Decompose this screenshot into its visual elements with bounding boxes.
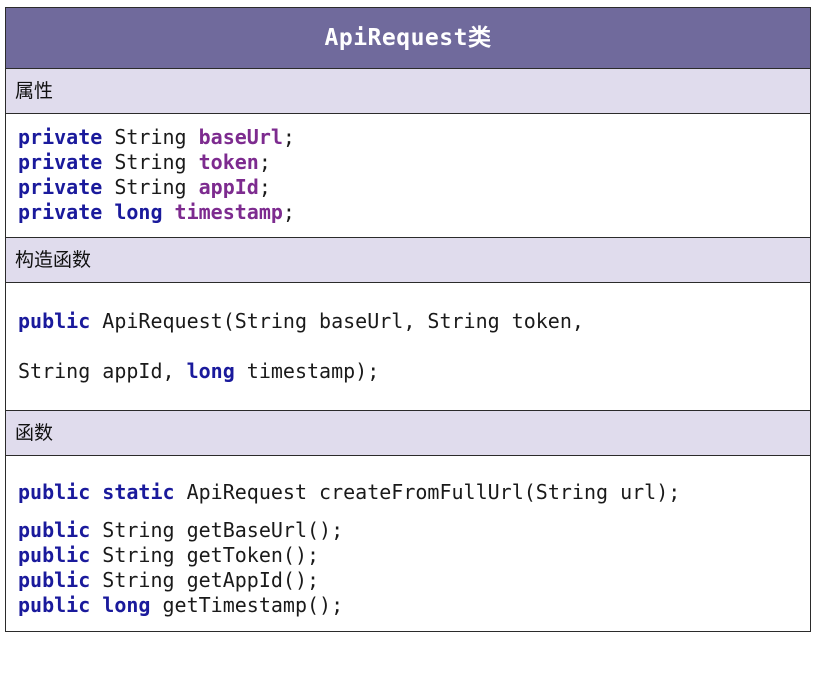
code-token-plain: ApiRequest createFromFullUrl(String url)… — [174, 480, 681, 504]
functions-code-block: public static ApiRequest createFromFullU… — [6, 456, 810, 631]
code-token-field: timestamp — [174, 200, 283, 224]
code-token-field: baseUrl — [198, 125, 283, 149]
code-line: public ApiRequest(String baseUrl, String… — [18, 296, 801, 346]
code-token-keyword: public — [18, 518, 91, 542]
code-token-keyword: private — [18, 150, 103, 174]
section-header-functions: 函数 — [6, 410, 810, 456]
section-header-constructor: 构造函数 — [6, 237, 810, 283]
code-token-plain: getTimestamp(); — [150, 593, 344, 617]
code-line: public long getTimestamp(); — [18, 593, 801, 618]
code-line: private long timestamp; — [18, 200, 801, 225]
code-token-keyword: public static — [18, 480, 175, 504]
code-token-plain: String appId, — [18, 359, 187, 383]
code-token-keyword: public — [18, 568, 91, 592]
code-token-plain: String getAppId(); — [90, 568, 320, 592]
code-token-keyword: private — [18, 175, 103, 199]
code-line: private String appId; — [18, 175, 801, 200]
section-header-attributes: 属性 — [6, 69, 810, 114]
class-title: ApiRequest类 — [6, 8, 810, 69]
code-line: String appId, long timestamp); — [18, 346, 801, 396]
code-token-plain: ApiRequest(String baseUrl, String token, — [90, 309, 584, 333]
code-line: public String getBaseUrl(); — [18, 518, 801, 543]
code-token-keyword: public — [18, 543, 91, 567]
code-token-plain: String — [102, 150, 199, 174]
code-token-field: appId — [198, 175, 259, 199]
code-token-keyword: public long — [18, 593, 151, 617]
uml-class-box: ApiRequest类 属性 private String baseUrl;pr… — [5, 7, 811, 632]
code-token-plain: String — [102, 125, 199, 149]
code-token-plain: ; — [282, 200, 295, 224]
code-token-plain: timestamp); — [234, 359, 380, 383]
constructor-code-block: public ApiRequest(String baseUrl, String… — [6, 283, 810, 410]
code-line: public String getAppId(); — [18, 568, 801, 593]
code-token-keyword: public — [18, 309, 91, 333]
code-line: public String getToken(); — [18, 543, 801, 568]
code-token-plain: String getToken(); — [90, 543, 320, 567]
code-token-keyword: private long — [18, 200, 175, 224]
code-token-keyword: long — [186, 359, 235, 383]
code-token-plain: ; — [258, 175, 271, 199]
code-line: private String token; — [18, 150, 801, 175]
code-line: public static ApiRequest createFromFullU… — [18, 466, 801, 518]
code-token-plain: ; — [258, 150, 271, 174]
code-token-plain: String getBaseUrl(); — [90, 518, 344, 542]
code-token-plain: ; — [282, 125, 295, 149]
code-token-field: token — [198, 150, 259, 174]
attributes-code-block: private String baseUrl;private String to… — [6, 114, 810, 237]
code-token-keyword: private — [18, 125, 103, 149]
code-token-plain: String — [102, 175, 199, 199]
code-line: private String baseUrl; — [18, 125, 801, 150]
